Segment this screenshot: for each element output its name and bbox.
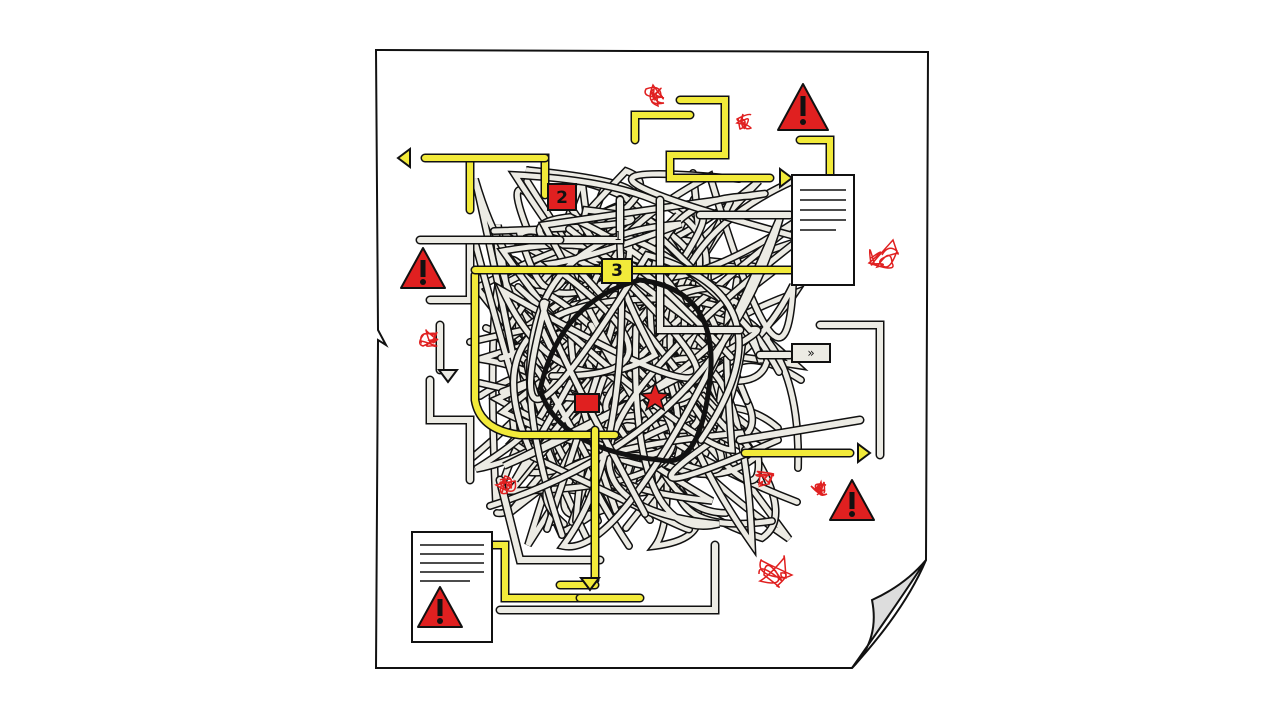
red-scribble-icon bbox=[754, 470, 775, 488]
black-loop bbox=[537, 277, 714, 464]
step-label-1: 1 bbox=[614, 229, 622, 243]
step-badge-2: 2 bbox=[547, 183, 577, 211]
grey-arrow-path bbox=[815, 320, 885, 460]
warning-icon bbox=[400, 247, 446, 289]
grey-arrow-path bbox=[655, 195, 745, 335]
red-square-marker bbox=[574, 393, 600, 413]
warning-icon bbox=[777, 83, 829, 131]
arrowhead-icon bbox=[579, 577, 601, 592]
warning-icon bbox=[829, 479, 875, 521]
red-scribble-icon bbox=[494, 475, 517, 495]
yellow-arrow-path bbox=[470, 270, 620, 440]
red-scribble-icon bbox=[867, 238, 899, 269]
red-scribble-icon bbox=[735, 113, 752, 130]
red-scribble-icon bbox=[644, 83, 665, 108]
red-scribble-icon bbox=[757, 555, 794, 588]
red-scribbles bbox=[419, 83, 899, 588]
document-icon bbox=[791, 174, 855, 286]
yellow-arrow-path bbox=[480, 540, 585, 603]
svg-text:»: » bbox=[807, 346, 814, 360]
badge-label: 3 bbox=[611, 261, 623, 281]
yellow-arrow-path bbox=[665, 95, 775, 183]
paper-curl bbox=[851, 559, 927, 669]
warning-icon bbox=[417, 586, 463, 628]
arrowhead-icon bbox=[857, 442, 872, 464]
arrowhead-icon bbox=[437, 369, 459, 384]
double-chevron-box: » bbox=[791, 343, 831, 363]
red-star-marker bbox=[639, 380, 671, 412]
grey-arrow-path bbox=[495, 475, 605, 565]
badge-label: 2 bbox=[556, 188, 568, 208]
tangle-pipe bbox=[604, 170, 810, 530]
yellow-paths bbox=[396, 95, 872, 603]
red-scribble-icon bbox=[810, 479, 828, 496]
arrowhead-icon bbox=[396, 147, 411, 169]
grey-arrow-path bbox=[735, 415, 865, 445]
step-badge-3: 3 bbox=[601, 258, 633, 284]
grey-arrow-path bbox=[425, 375, 475, 485]
arrowhead-icon bbox=[779, 167, 794, 189]
yellow-arrow-path bbox=[630, 110, 695, 145]
grey-arrow-path bbox=[495, 540, 720, 615]
red-scribble-icon bbox=[419, 329, 439, 347]
